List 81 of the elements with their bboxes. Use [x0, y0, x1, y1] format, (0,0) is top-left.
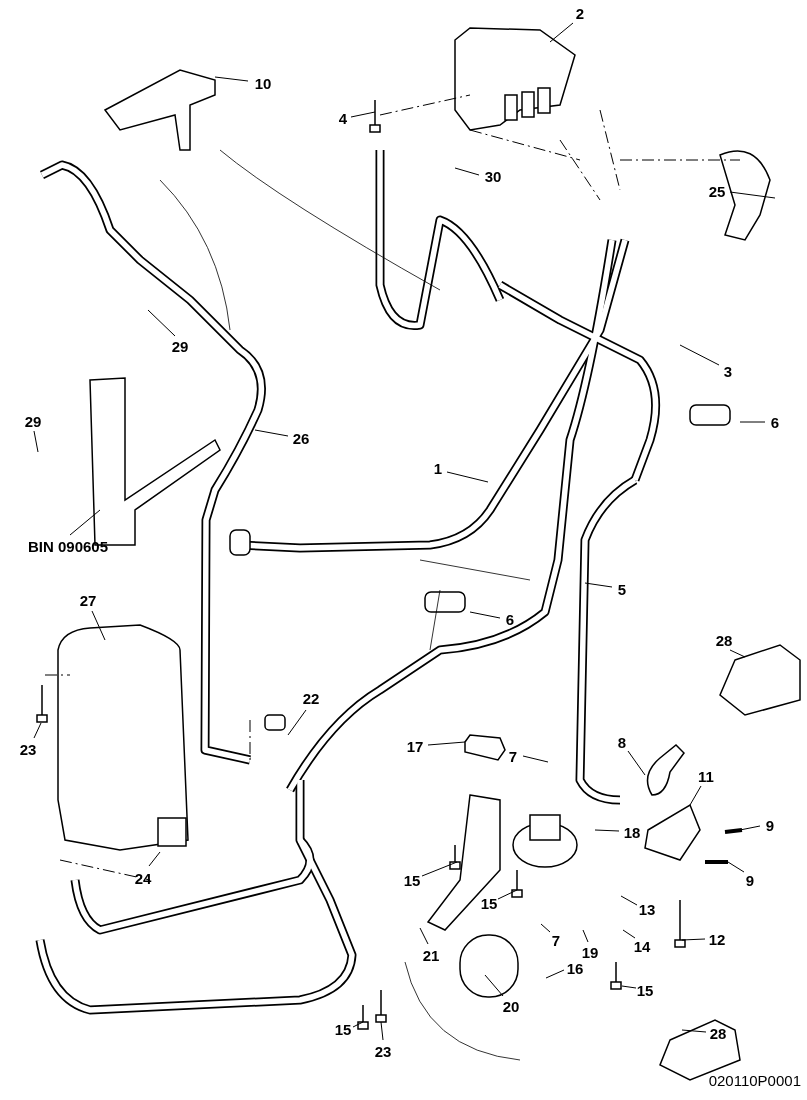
leader-line — [287, 709, 307, 736]
callout-number: 28 — [715, 632, 733, 648]
callout-number: 15 — [334, 1021, 352, 1037]
callout-number: 15 — [403, 872, 421, 888]
callout-number: 29 — [171, 338, 189, 354]
leader-line — [739, 825, 761, 831]
leader-line — [69, 509, 101, 536]
leader-line — [484, 974, 504, 997]
callout-number: 23 — [374, 1043, 392, 1059]
leader-line — [497, 889, 518, 900]
drawing-number: 020110P0001 — [708, 1070, 801, 1091]
callout-number: 18 — [623, 824, 641, 840]
callout-number: 16 — [566, 960, 584, 976]
leader-line — [522, 755, 549, 763]
leader-line — [582, 929, 589, 943]
leader-line — [350, 111, 376, 118]
leader-line — [727, 861, 745, 873]
callout-number: 6 — [770, 414, 780, 430]
callout-number: 29 — [24, 413, 42, 429]
leader-line — [681, 938, 706, 941]
leader-line — [549, 22, 574, 43]
callout-number: 27 — [79, 592, 97, 608]
callout-number: 7 — [551, 932, 561, 948]
callout-number: 25 — [708, 183, 726, 199]
leader-line — [147, 309, 176, 337]
callout-number: 11 — [698, 768, 714, 784]
leader-line — [33, 430, 39, 453]
leader-line — [739, 421, 766, 423]
callout-number: 5 — [617, 581, 627, 597]
leader-line — [421, 861, 458, 877]
leader-line — [380, 1021, 384, 1041]
leader-line — [681, 1029, 707, 1033]
callout-number: 24 — [134, 870, 152, 886]
leader-line — [540, 923, 551, 933]
callout-number: 30 — [484, 168, 502, 184]
leader-line — [627, 750, 646, 776]
callout-number: 6 — [505, 611, 515, 627]
callout-number: 21 — [422, 947, 440, 963]
callout-number: 8 — [617, 734, 627, 750]
callout-number: 9 — [765, 817, 775, 833]
callout-number: 23 — [19, 741, 37, 757]
leader-line — [729, 191, 776, 199]
callout-number: 17 — [406, 738, 424, 754]
callout-number: 7 — [508, 748, 518, 764]
leader-line — [214, 76, 249, 82]
callout-number: BIN 090605 — [27, 538, 109, 554]
leader-line — [622, 929, 636, 939]
leader-line — [254, 429, 289, 437]
leader-line — [469, 611, 501, 619]
callout-number: 22 — [302, 690, 320, 706]
leader-line — [689, 785, 702, 806]
leader-line — [352, 1021, 364, 1028]
callout-number: 15 — [480, 895, 498, 911]
callout-number: 12 — [708, 931, 726, 947]
leader-line — [419, 927, 429, 945]
callout-number: 26 — [292, 430, 310, 446]
callout-number: 2 — [575, 5, 585, 21]
callout-number: 3 — [723, 363, 733, 379]
callout-number: 28 — [709, 1025, 727, 1041]
leader-line — [594, 829, 620, 832]
leader-line — [620, 895, 638, 906]
leader-line — [454, 167, 480, 176]
callout-number: 19 — [581, 944, 599, 960]
callout-number: 10 — [254, 75, 272, 91]
callout-number: 4 — [338, 110, 348, 126]
callout-number: 14 — [633, 938, 651, 954]
callout-number: 13 — [638, 901, 656, 917]
leader-line — [446, 471, 489, 483]
leader-line — [679, 344, 720, 366]
leader-line — [33, 722, 42, 739]
leader-line — [729, 649, 746, 658]
callout-number: 9 — [745, 872, 755, 888]
leader-line — [91, 610, 106, 641]
callout-number: 1 — [433, 460, 443, 476]
leader-line — [148, 851, 161, 867]
leader-line — [621, 985, 637, 989]
callout-number: 15 — [636, 982, 654, 998]
leader-line — [427, 741, 466, 746]
leader-line — [584, 582, 613, 588]
leader-line — [545, 969, 565, 979]
callout-number: 20 — [502, 998, 520, 1014]
